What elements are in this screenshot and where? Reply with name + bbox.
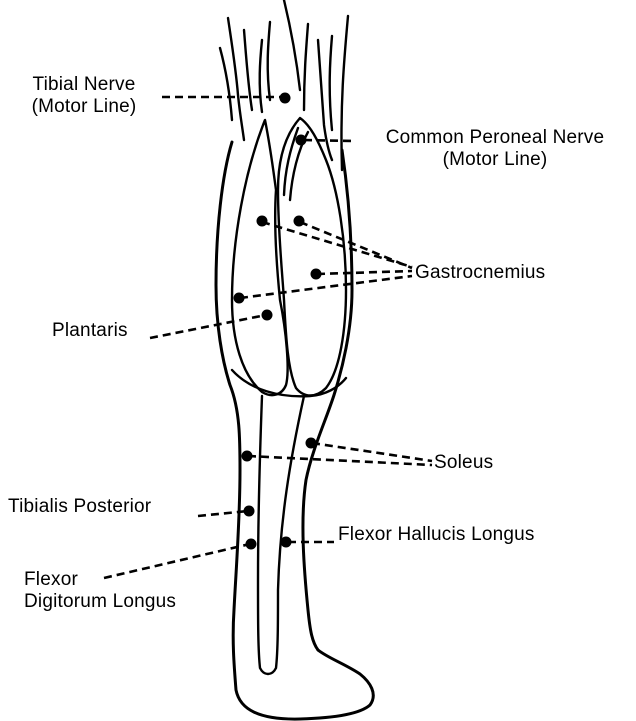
motor-point-gastroc-lateral-upper [294,216,305,227]
label-tibial-nerve-line1: Tibial Nerve [8,74,160,96]
leader-gastroc-3 [317,271,412,274]
motor-point-tibial-nerve [280,93,291,104]
label-flexor-hallucis-longus: Flexor Hallucis Longus [338,524,535,546]
motor-point-gastroc-lateral-lower [311,269,322,280]
motor-point-gastroc-medial-lower [234,293,245,304]
label-common-peroneal-line2: (Motor Line) [356,149,634,171]
leader-plantaris [150,315,266,338]
label-gastrocnemius: Gastrocnemius [415,262,545,284]
label-soleus: Soleus [434,452,493,474]
motor-point-flexor-digitorum [246,539,257,550]
label-flexor-digitorum-longus: Flexor Digitorum Longus [24,569,230,613]
motor-point-flexor-hallucis [281,537,292,548]
motor-point-soleus-lateral [306,438,317,449]
motor-point-common-peroneal [296,135,307,146]
motor-point-tibialis-posterior [244,506,255,517]
label-plantaris: Plantaris [52,320,128,342]
label-flexor-digitorum-line2: Digitorum Longus [24,591,230,613]
label-flexor-digitorum-line1: Flexor [24,569,230,591]
leader-gastroc-2 [300,222,412,268]
label-common-peroneal-nerve: Common Peroneal Nerve (Motor Line) [356,127,634,171]
leader-gastroc-4 [240,276,412,298]
label-common-peroneal-line1: Common Peroneal Nerve [356,127,634,149]
motor-point-soleus-medial [242,451,253,462]
calf-outline [216,142,373,719]
leader-gastroc-1 [262,222,412,267]
label-tibialis-posterior: Tibialis Posterior [8,496,151,518]
leader-soleus-1 [312,443,432,461]
label-tibial-nerve-line2: (Motor Line) [8,96,160,118]
motor-point-plantaris [262,310,273,321]
motor-points [234,93,322,550]
leader-common-peroneal [304,140,352,141]
label-tibial-nerve: Tibial Nerve (Motor Line) [8,74,160,118]
gastrocnemius-heads [232,118,346,396]
motor-point-gastroc-medial-upper [257,216,268,227]
